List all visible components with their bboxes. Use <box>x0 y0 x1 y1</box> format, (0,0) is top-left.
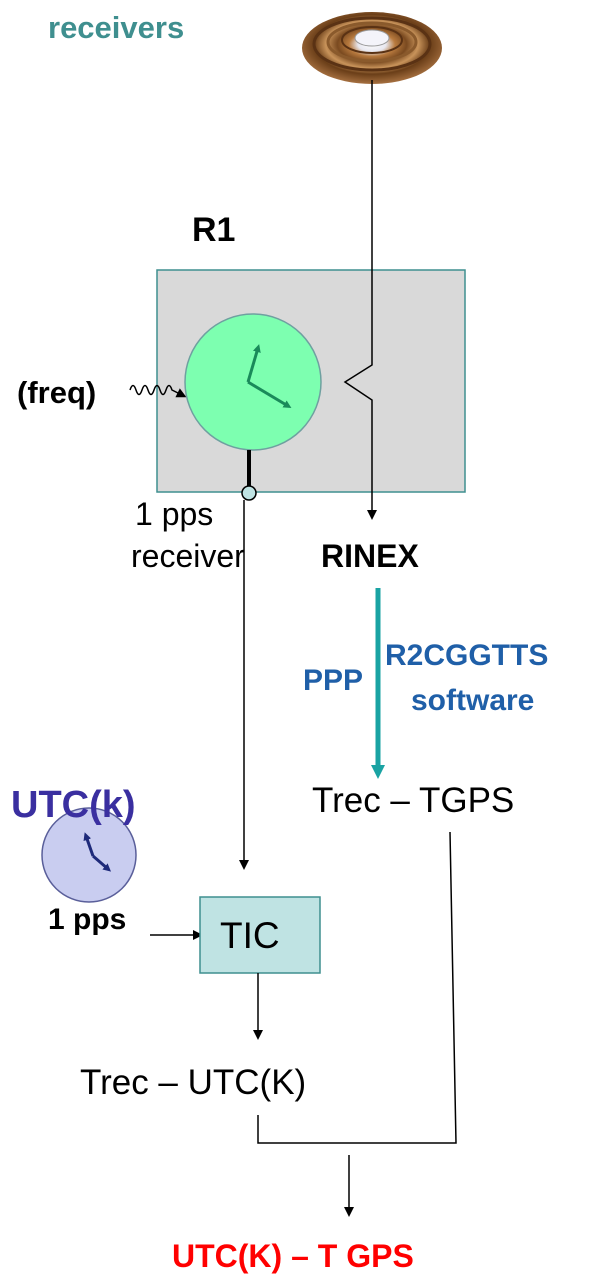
pps-receiver-label-line1: 1 pps <box>135 496 214 532</box>
r2cggtts-label-line1: R2CGGTTS <box>385 639 549 672</box>
result-label: UTC(K) – T GPS <box>172 1238 414 1274</box>
trec-utck-label: Trec – UTC(K) <box>80 1063 307 1102</box>
ppp-label: PPP <box>303 664 364 697</box>
antenna-icon <box>302 12 442 84</box>
utck-label: UTC(k) <box>11 784 136 826</box>
freq-label: (freq) <box>17 375 97 410</box>
antenna-cable <box>343 80 377 520</box>
r2cggtts-label-line2: software <box>411 684 535 717</box>
rinex-label: RINEX <box>321 538 419 574</box>
tic-label: TIC <box>220 915 280 956</box>
one-pps-label: 1 pps <box>48 903 127 936</box>
clock-icon <box>184 313 322 451</box>
pps-receiver-label-line2: receiver <box>131 538 245 574</box>
squiggle-signal-icon <box>129 384 187 398</box>
r1-label: R1 <box>192 211 236 249</box>
trec-tgps-label: Trec – TGPS <box>312 781 515 820</box>
receivers-label: receivers <box>48 10 185 45</box>
combine-bracket <box>257 831 457 1144</box>
pps-output-connector <box>241 485 257 501</box>
tic-box <box>199 896 321 974</box>
utc-clock-icon <box>41 807 137 903</box>
